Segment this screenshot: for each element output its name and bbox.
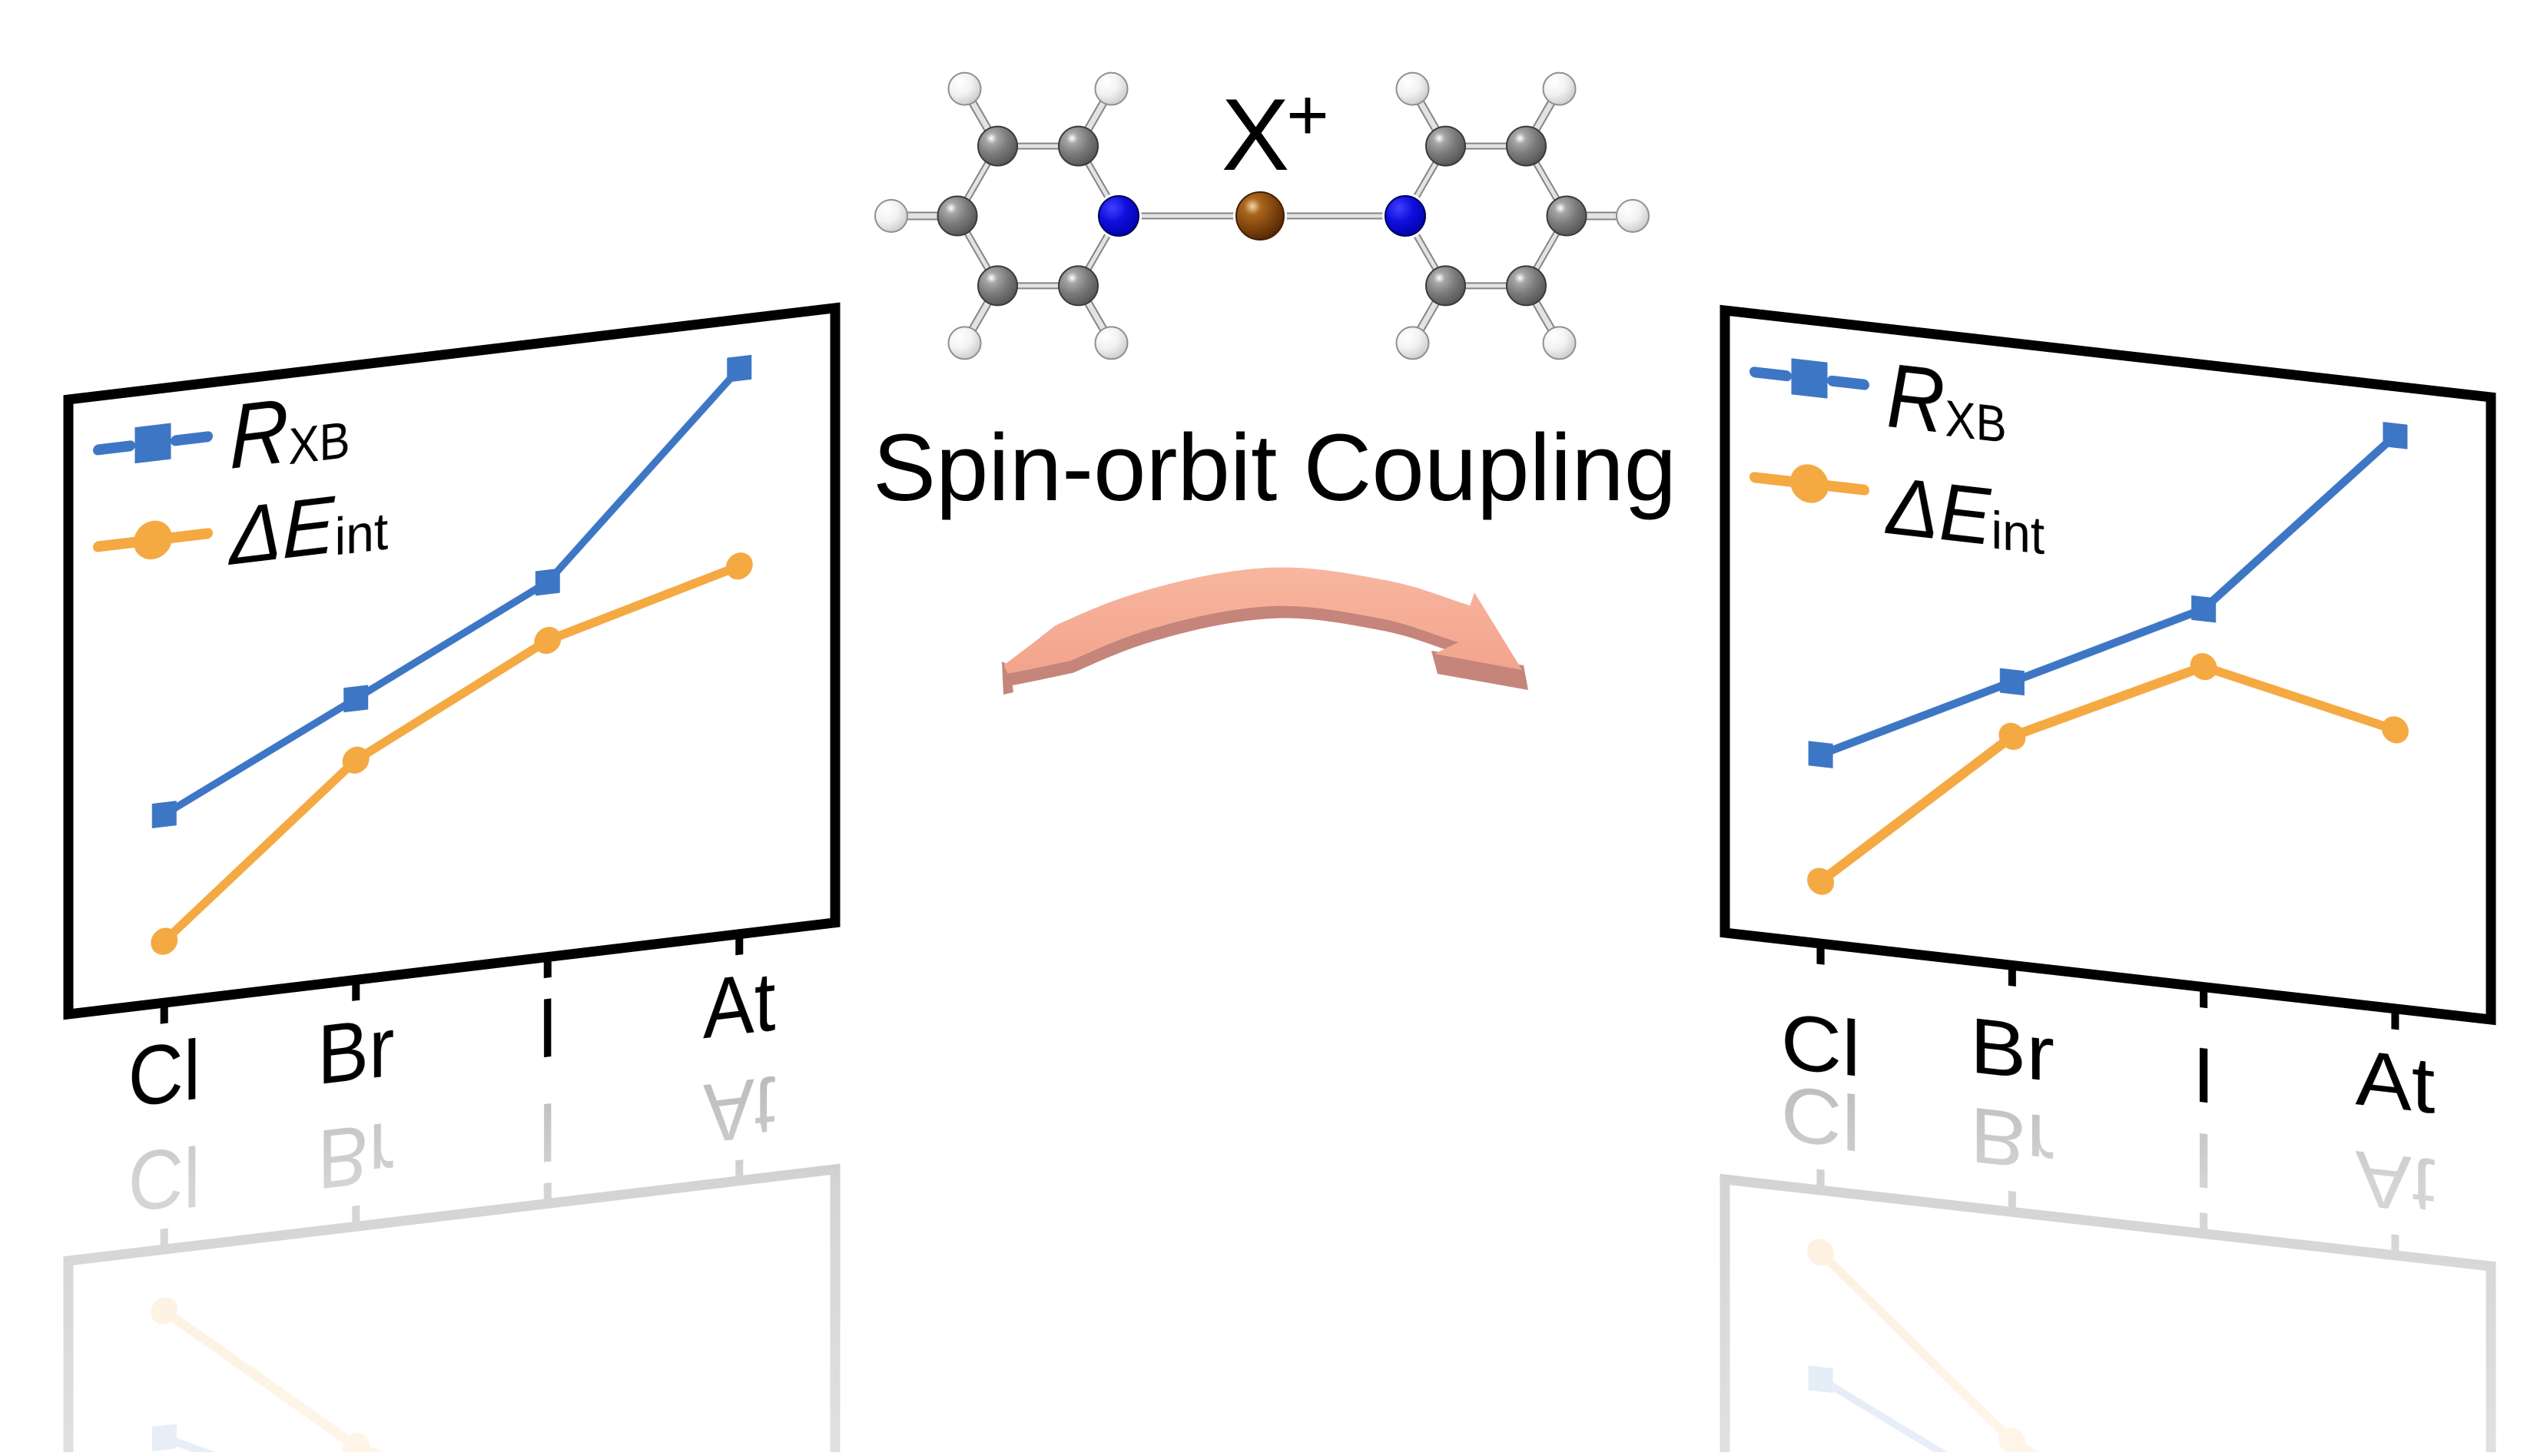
svg-text:+: + (1286, 75, 1328, 156)
svg-text:Spin-orbit Coupling: Spin-orbit Coupling (873, 416, 1676, 521)
svg-text:X: X (1222, 78, 1290, 192)
